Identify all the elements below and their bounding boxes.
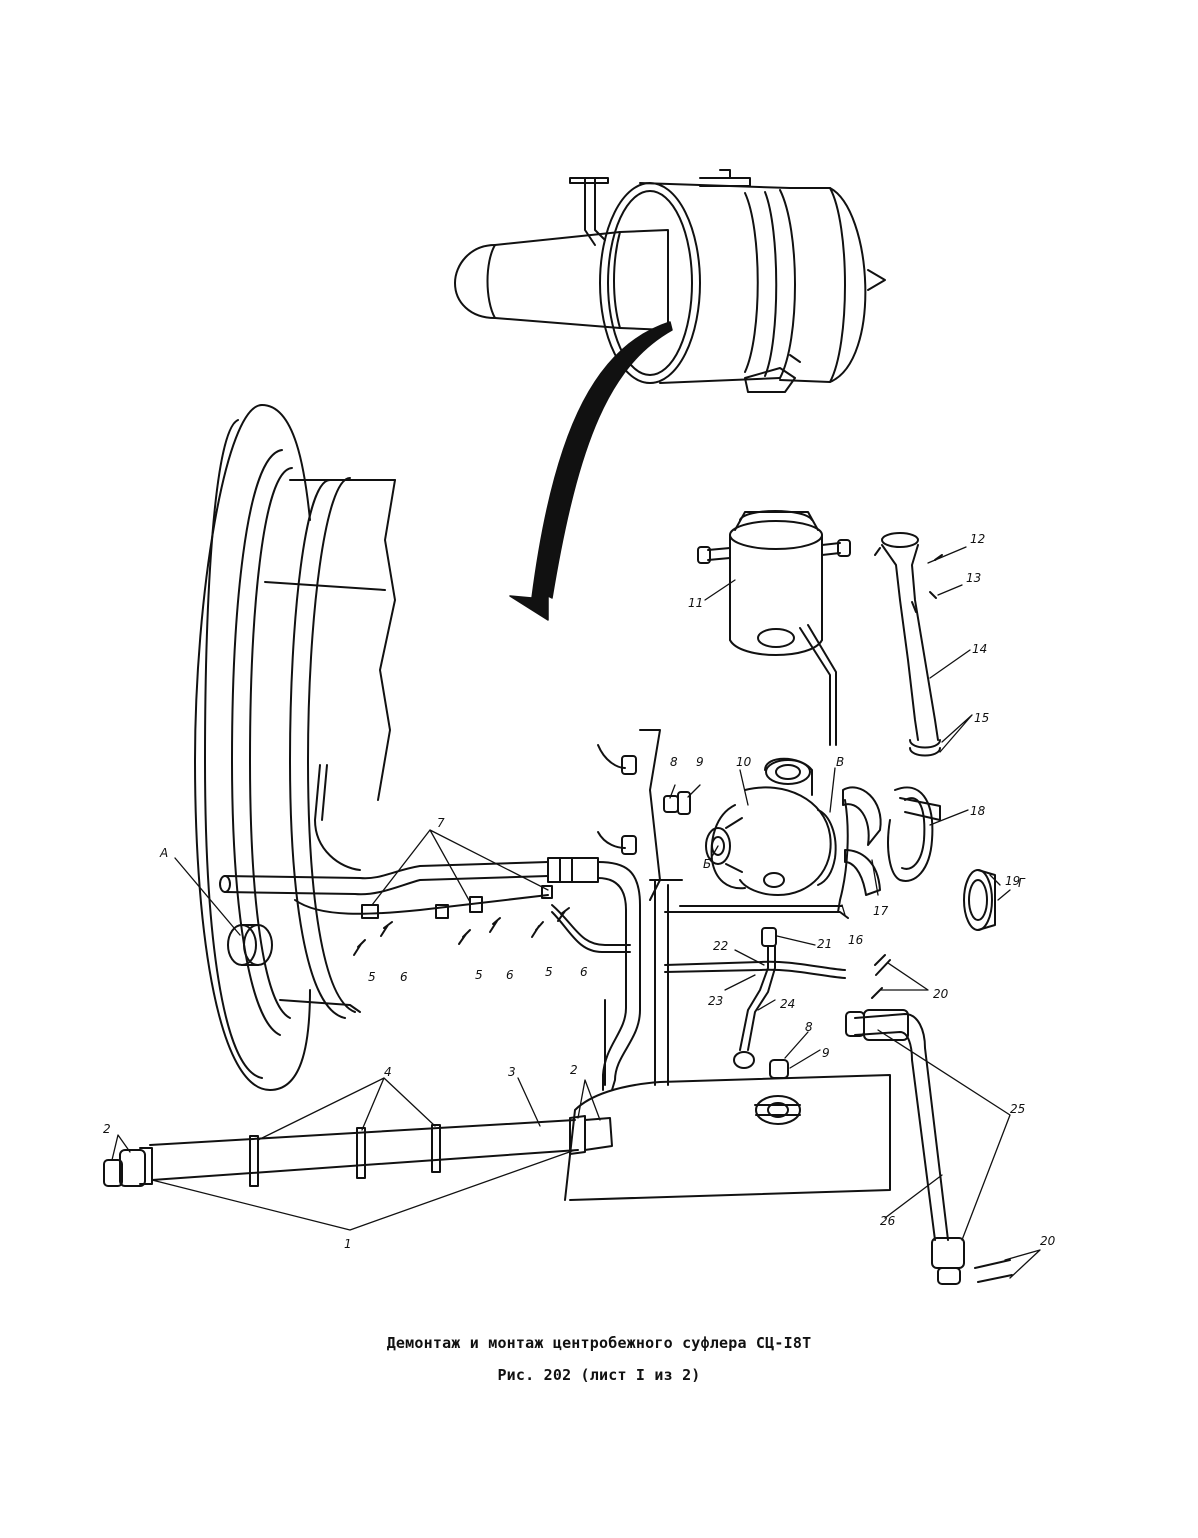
engine-overview	[454, 169, 886, 393]
detail-location-arrow	[509, 321, 673, 621]
gearbox-housing	[564, 999, 891, 1201]
callout-10: 10	[736, 755, 752, 769]
callout-5-a: 5	[368, 970, 376, 984]
figure-title: Демонтаж и монтаж центробежного суфлера …	[386, 1334, 812, 1352]
callout-15: 15	[974, 711, 989, 725]
connector-tube	[845, 1009, 1013, 1285]
callout-B: Б	[703, 857, 711, 871]
callout-5-c: 5	[545, 965, 553, 979]
callout-25: 25	[1010, 1102, 1025, 1116]
ring-clamps	[842, 786, 996, 931]
callout-6-b: 6	[506, 968, 514, 982]
callout-2-right: 2	[570, 1063, 578, 1077]
engine-casing-flange	[194, 404, 396, 1091]
figure-number: Рис. 202 (лист I из 2)	[497, 1366, 701, 1384]
callout-23: 23	[708, 994, 723, 1008]
callout-1: 1	[344, 1237, 352, 1251]
callout-8-upper: 8	[670, 755, 678, 769]
callout-7: 7	[437, 816, 445, 830]
callout-18: 18	[970, 804, 986, 818]
callout-9-upper: 9	[696, 755, 704, 769]
callout-labels: А Б В Г 1 2 2 3 4 5 5 5 6 6 6 7 8 8 9 9 …	[103, 532, 1056, 1251]
callout-G: Г	[1018, 876, 1026, 890]
oil-filter-body	[697, 510, 851, 746]
callout-20-lower: 20	[1040, 1234, 1056, 1248]
oil-lines	[219, 764, 683, 1091]
callout-17: 17	[873, 904, 889, 918]
callout-24: 24	[780, 997, 795, 1011]
callout-20-upper: 20	[933, 987, 949, 1001]
callout-5-b: 5	[475, 968, 483, 982]
callout-11: 11	[688, 596, 703, 610]
callout-3: 3	[508, 1065, 516, 1079]
callout-26: 26	[880, 1214, 896, 1228]
callout-8-lower: 8	[805, 1020, 813, 1034]
callout-12: 12	[970, 532, 985, 546]
callout-13: 13	[966, 571, 981, 585]
callout-6-c: 6	[580, 965, 588, 979]
callout-2-left: 2	[103, 1122, 111, 1136]
callout-A: А	[159, 846, 168, 860]
callout-V: В	[836, 755, 844, 769]
leader-lines	[111, 546, 1041, 1279]
callout-6-a: 6	[400, 970, 408, 984]
breather-pipe	[874, 532, 943, 757]
small-tubes	[664, 927, 891, 1079]
transfer-tube	[103, 1115, 613, 1187]
callout-14: 14	[972, 642, 987, 656]
callout-21: 21	[817, 937, 832, 951]
callout-16: 16	[848, 933, 864, 947]
callout-4: 4	[384, 1065, 392, 1079]
callout-22: 22	[713, 939, 728, 953]
centrifugal-breather	[597, 729, 849, 919]
callout-9-lower: 9	[822, 1046, 830, 1060]
callout-19: 19	[1005, 874, 1020, 888]
